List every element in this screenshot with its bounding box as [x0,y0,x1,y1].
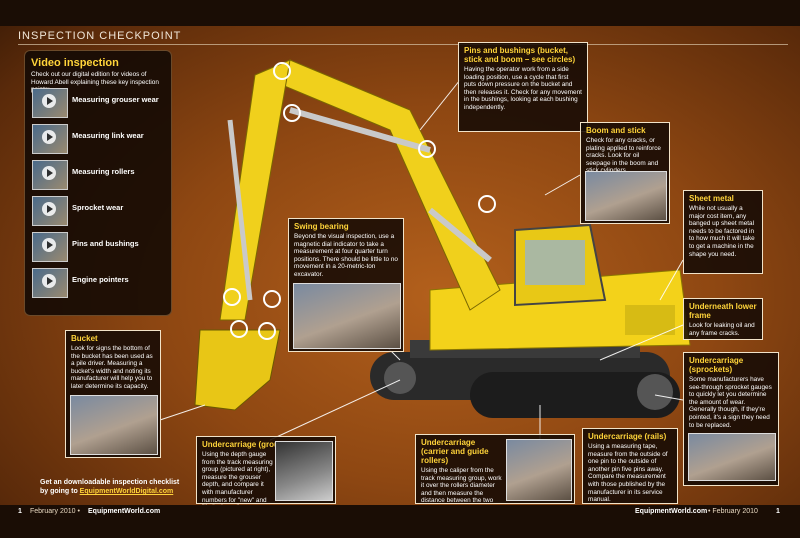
pin-circle [230,320,248,338]
video-label: Engine pointers [72,275,129,284]
pins-bushings-panel: Pins and bushings (bucket, stick and boo… [458,42,588,132]
panel-body: Having the operator work from a side loa… [464,66,582,111]
panel-body: Beyond the visual inspection, use a magn… [294,233,398,278]
carrier-rollers-panel: Undercarriage (carrier and guide rollers… [415,434,575,512]
footer-left-site: EquipmentWorld.com [88,508,161,515]
panel-title: Undercarriage (carrier and guide rollers… [421,438,489,465]
footer-right-site: EquipmentWorld.com [635,508,708,515]
panel-body: Look for leaking oil and any frame crack… [689,322,755,337]
play-icon[interactable] [42,166,56,180]
lower-frame-panel: Underneath lower frame Look for leaking … [683,298,763,340]
video-title: Video inspection [31,57,119,69]
play-icon[interactable] [42,202,56,216]
panel-title: Pins and bushings (bucket, stick and boo… [464,46,576,64]
play-icon[interactable] [42,238,56,252]
video-label: Pins and bushings [72,239,139,248]
video-label: Sprocket wear [72,203,124,212]
download-line: Get an downloadable inspection checklist [40,479,180,486]
panel-body: Check for any cracks, or plating applied… [586,137,661,174]
video-item[interactable]: Sprocket wear [32,196,168,226]
pin-circle [263,290,281,308]
pin-circle [283,104,301,122]
play-icon[interactable] [42,274,56,288]
panel-body: While not usually a major cost item, any… [689,205,755,258]
boom-photo [585,171,667,221]
rails-panel: Undercarriage (rails) Using a measuring … [582,428,678,504]
play-icon[interactable] [42,130,56,144]
pin-circle [223,288,241,306]
track-front [470,372,680,418]
panel-title: Underneath lower frame [689,302,757,320]
pin-circle [258,322,276,340]
panel-body: Using the depth gauge from the track mea… [202,451,273,511]
download-prefix: by going to [40,488,80,495]
swing-bearing-photo [293,283,401,349]
panel-title: Undercarriage (grousers) [202,440,299,449]
panel-body: Some manufacturers have see-through spro… [689,376,772,429]
grouser-photo [275,441,333,501]
video-item[interactable]: Measuring rollers [32,160,168,190]
footer-right-page: 1 [776,508,780,515]
panel-title: Swing bearing [294,222,349,231]
boom-stick-panel: Boom and stick Check for any cracks, or … [580,122,670,224]
download-link[interactable]: EquipmentWorldDigital.com [79,488,174,495]
sheet-metal-panel: Sheet metal While not usually a major co… [683,190,763,274]
bucket-panel: Bucket Look for signs the bottom of the … [65,330,161,458]
video-item[interactable]: Engine pointers [32,268,168,298]
bucket-photo [70,395,158,455]
video-item[interactable]: Pins and bushings [32,232,168,262]
caliper-photo [506,439,572,501]
panel-title: Boom and stick [586,126,646,135]
panel-body: Using a measuring tape, measure from the… [588,443,668,504]
video-item[interactable]: Measuring link wear [32,124,168,154]
page-title: INSPECTION CHECKPOINT [18,30,182,42]
footer-left-text: February 2010 • [30,508,80,515]
sprocket-photo [688,433,776,481]
play-icon[interactable] [42,94,56,108]
video-label: Measuring grouser wear [72,95,159,104]
video-thumbnail [32,124,68,154]
panel-body: Look for signs the bottom of the bucket … [71,345,153,390]
download-note: Get an downloadable inspection checklist… [40,478,179,496]
grousers-panel: Undercarriage (grousers) Using the depth… [196,436,336,511]
stick [219,59,291,321]
footer-bar [0,505,800,538]
pin-circle [478,195,496,213]
sprockets-panel: Undercarriage (sprockets) Some manufactu… [683,352,779,486]
panel-title: Undercarriage (rails) [588,432,667,441]
footer-left-page: 1 [18,508,22,515]
swing-bearing-panel: Swing bearing Beyond the visual inspecti… [288,218,404,352]
panel-title: Sheet metal [689,194,734,203]
footer-right-text: • February 2010 [708,508,758,515]
pin-circle [273,62,291,80]
bucket [194,329,281,411]
video-label: Measuring rollers [72,167,135,176]
video-item[interactable]: Measuring grouser wear [32,88,168,118]
pin-circle [418,140,436,158]
panel-title: Bucket [71,334,98,343]
top-bar [0,0,800,26]
video-label: Measuring link wear [72,131,144,140]
panel-title: Undercarriage (sprockets) [689,356,744,374]
header-divider [18,44,788,45]
